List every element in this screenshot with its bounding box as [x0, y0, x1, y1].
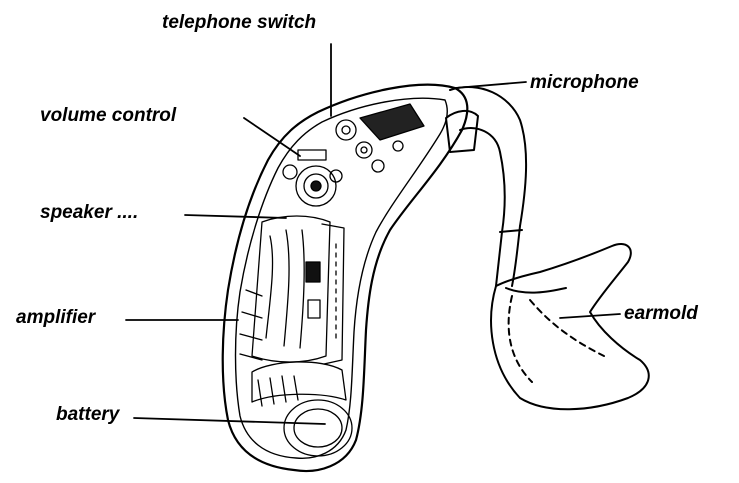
- ear-hook-tube: [446, 87, 526, 286]
- label-battery: battery: [56, 405, 119, 424]
- leader-speaker: [185, 215, 286, 218]
- leader-microphone: [455, 82, 526, 88]
- leader-earmold: [560, 314, 620, 318]
- label-volume-control: volume control: [40, 106, 176, 125]
- internal-components: [240, 104, 424, 456]
- label-microphone: microphone: [530, 73, 639, 92]
- label-speaker: speaker ....: [40, 203, 138, 222]
- label-amplifier: amplifier: [16, 308, 95, 327]
- leader-lines: [126, 44, 620, 424]
- leader-volume-control: [244, 118, 300, 156]
- label-earmold: earmold: [624, 304, 698, 323]
- hearing-aid-body: [223, 85, 468, 471]
- label-telephone-switch: telephone switch: [162, 13, 316, 32]
